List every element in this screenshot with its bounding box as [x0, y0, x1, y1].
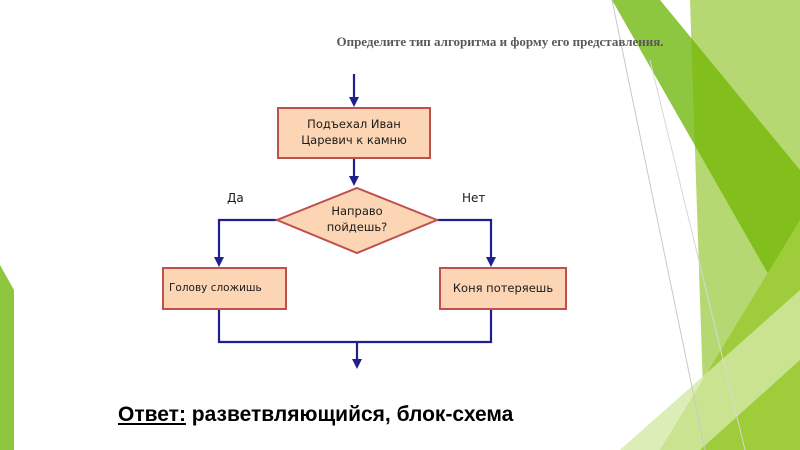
arrow-no-branch	[437, 218, 496, 267]
process-box-start	[277, 107, 431, 159]
decision-diamond	[274, 186, 440, 255]
no-label: Нет	[462, 191, 486, 205]
green-stripe-pale-right	[620, 290, 800, 450]
condition-text: Направо пойдешь?	[326, 204, 388, 234]
no-box-text: Коня потеряешь	[452, 280, 554, 295]
answer-label: Ответ:	[118, 403, 186, 426]
slide-question: Определите тип алгоритма и форму его пре…	[336, 34, 664, 49]
thin-decor-line-2	[649, 59, 746, 450]
answer-text: разветвляющийся, блок-схема	[185, 403, 514, 426]
yes-box-text: Голову сложишь	[169, 282, 262, 295]
answer: Ответ: разветвляющийся, блок-схема	[118, 403, 513, 427]
arrow-yes-branch	[214, 218, 277, 267]
green-stripe-left	[0, 265, 14, 450]
thin-decor-line	[611, 0, 706, 450]
start-box-text: Подъехал Иван Царевич к камню	[301, 117, 407, 147]
merge-line-left	[217, 309, 493, 344]
process-box-yes	[162, 267, 287, 310]
yes-label: Да	[227, 191, 244, 205]
process-box-no	[439, 267, 567, 310]
